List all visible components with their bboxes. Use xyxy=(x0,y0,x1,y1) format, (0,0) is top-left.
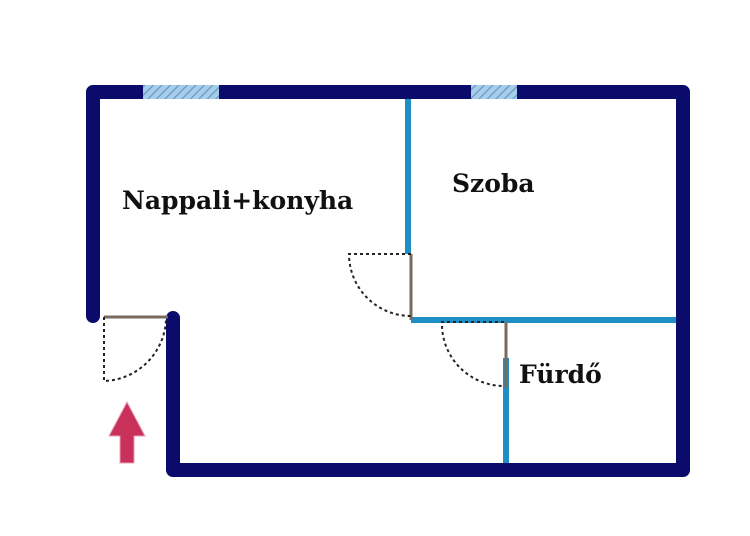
room-label-furdo: Fürdő xyxy=(519,360,602,389)
entrance-arrow-icon xyxy=(108,400,146,464)
room-label-nappali-konyha: Nappali+konyha xyxy=(122,186,353,215)
window-icon xyxy=(471,85,517,99)
window-icon xyxy=(143,85,219,99)
door-icon xyxy=(347,253,413,320)
outer-wall xyxy=(86,85,690,477)
room-label-szoba: Szoba xyxy=(452,169,535,198)
door-icon xyxy=(103,315,168,383)
door-icon xyxy=(440,321,508,388)
